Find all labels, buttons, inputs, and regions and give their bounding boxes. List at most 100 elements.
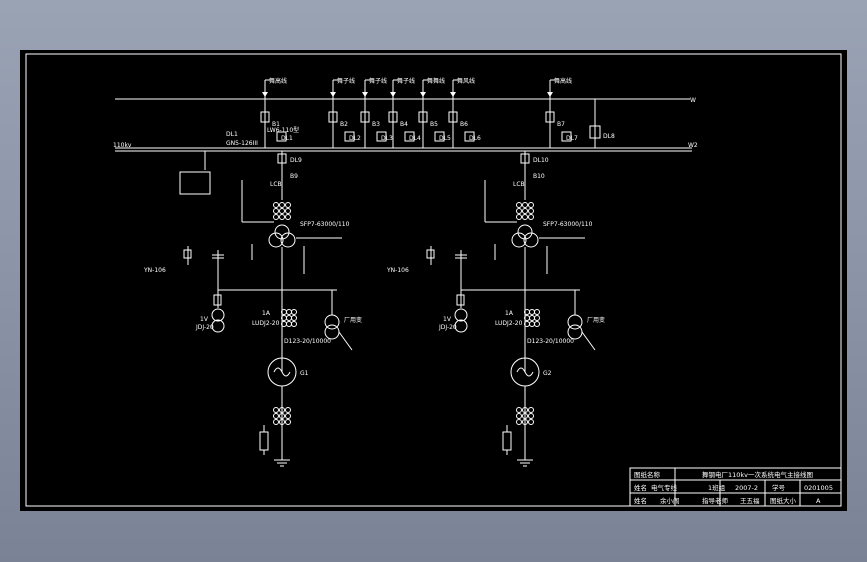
ct-model: LCB xyxy=(513,181,525,188)
generator-unit-2: DL10B10LCBSFP7-63000/110YN-1061VJDJ-201A… xyxy=(386,151,605,467)
ct-coil xyxy=(516,413,522,419)
breaker-label: B7 xyxy=(557,121,565,128)
disconnector-label: DL1 xyxy=(281,135,293,142)
disconnector-box xyxy=(520,153,530,164)
disconnector-label: DL4 xyxy=(409,135,421,142)
generator-wave xyxy=(516,367,534,377)
breaker-box xyxy=(448,111,458,123)
cable-label: D123-20/10000 xyxy=(527,338,574,345)
feeder-label: 舞高线 xyxy=(269,77,287,85)
ct-coil xyxy=(528,202,534,208)
disconnector-label: DL9 xyxy=(290,157,302,164)
disconnector-label: DL7 xyxy=(566,135,578,142)
feeder-arrow xyxy=(420,92,426,97)
ct-coil xyxy=(516,407,522,413)
neutral-label: YN-106 xyxy=(386,267,409,274)
feeder-arrow xyxy=(330,92,336,97)
ct-coil xyxy=(279,214,285,220)
feeder-bay: DL8 xyxy=(589,99,615,148)
breaker-box xyxy=(545,111,555,123)
ct-coil xyxy=(522,202,528,208)
breaker-box xyxy=(388,111,398,123)
tb-r3c6: A xyxy=(816,497,821,505)
transformer-winding xyxy=(274,224,290,240)
ct-coil xyxy=(522,214,528,220)
ct-coil xyxy=(285,413,291,419)
generator-wave xyxy=(273,367,291,377)
ct-coil xyxy=(291,321,297,327)
disconnector-label: DL3 xyxy=(381,135,393,142)
tb-r1c1: 图纸名称 xyxy=(634,470,661,479)
ct-coil xyxy=(273,407,279,413)
ct-coil xyxy=(286,321,292,327)
ct-coil xyxy=(516,202,522,208)
ct-model: LCB xyxy=(270,181,282,188)
tb-r2c2: 电气专线 xyxy=(651,483,678,492)
pt-ratio: 1V xyxy=(443,316,452,323)
feeder-label: 舞子线 xyxy=(337,77,355,85)
feeder-arrow xyxy=(450,92,456,97)
disconnector-box xyxy=(404,131,415,142)
feeder-label: 舞舞线 xyxy=(427,77,445,85)
ct-coil xyxy=(291,309,297,315)
transformer-winding xyxy=(280,232,296,248)
pt-winding xyxy=(211,308,225,322)
fuse xyxy=(213,294,222,306)
breaker-label: B6 xyxy=(460,121,468,128)
pt-ratio: 1V xyxy=(200,316,209,323)
arrester-model: LW6-110型 xyxy=(267,126,299,134)
breaker-label: B1 xyxy=(272,121,280,128)
fuse xyxy=(456,294,465,306)
aux-tr-note: 厂用变 xyxy=(587,316,605,324)
transformer-winding xyxy=(511,232,527,248)
disconnector-box xyxy=(277,153,287,164)
tb-r2c4: 2007-2 xyxy=(735,484,758,492)
generator-unit-1: DL9B9LCBSFP7-63000/110YN-1061VJDJ-201ALU… xyxy=(143,151,362,467)
breaker-label: B4 xyxy=(400,121,408,128)
drawing-frame xyxy=(25,53,842,507)
ct-coil xyxy=(529,309,535,315)
ct-coil xyxy=(528,214,534,220)
ct-coil xyxy=(285,214,291,220)
aux-transformer xyxy=(567,314,583,330)
ct-coil xyxy=(516,419,522,425)
transformer-winding xyxy=(523,232,539,248)
single-line-diagram: W W2 110kv 舞高线B1DL1舞子线B2DL2舞子线B3DL3舞子线B4… xyxy=(25,53,842,507)
ct-coil xyxy=(516,214,522,220)
transformer-note: SFP7-63000/110 xyxy=(543,221,593,228)
bus-pt-tag: DL1 xyxy=(226,131,238,138)
pt-winding xyxy=(211,319,225,333)
disconnector-label: DL10 xyxy=(533,157,549,164)
ct-label: LUDJ2-20 xyxy=(252,320,280,327)
ct-coil xyxy=(285,419,291,425)
feeder-label: 舞高线 xyxy=(554,77,572,85)
ct-coil xyxy=(528,413,534,419)
ct-coil xyxy=(285,407,291,413)
tb-r2c5: 学号 xyxy=(772,483,786,492)
breaker-label: B3 xyxy=(372,121,380,128)
feeder-arrow xyxy=(262,92,268,97)
tb-r3c5: 图纸大小 xyxy=(770,496,797,505)
ct-ratio: 1A xyxy=(262,310,271,317)
aux-transformer xyxy=(324,314,340,330)
ct-coil xyxy=(528,419,534,425)
disconnector-label: DL2 xyxy=(349,135,361,142)
feeder-bays: 舞高线B1DL1舞子线B2DL2舞子线B3DL3舞子线B4DL4舞舞线B5DL5… xyxy=(260,77,615,148)
ct-coil xyxy=(273,413,279,419)
ct-coil xyxy=(273,214,279,220)
breaker-box xyxy=(360,111,370,123)
ct-coil xyxy=(285,208,291,214)
transformer-winding xyxy=(268,232,284,248)
tb-r2c1: 姓名 xyxy=(634,483,647,492)
bus-w-tag: W xyxy=(690,97,696,104)
ct-coil xyxy=(273,202,279,208)
ct-coil xyxy=(285,202,291,208)
tb-r2c6: 0201005 xyxy=(804,484,833,492)
ct-coil xyxy=(286,315,292,321)
breaker-box xyxy=(328,111,338,123)
breaker-box xyxy=(260,111,270,123)
